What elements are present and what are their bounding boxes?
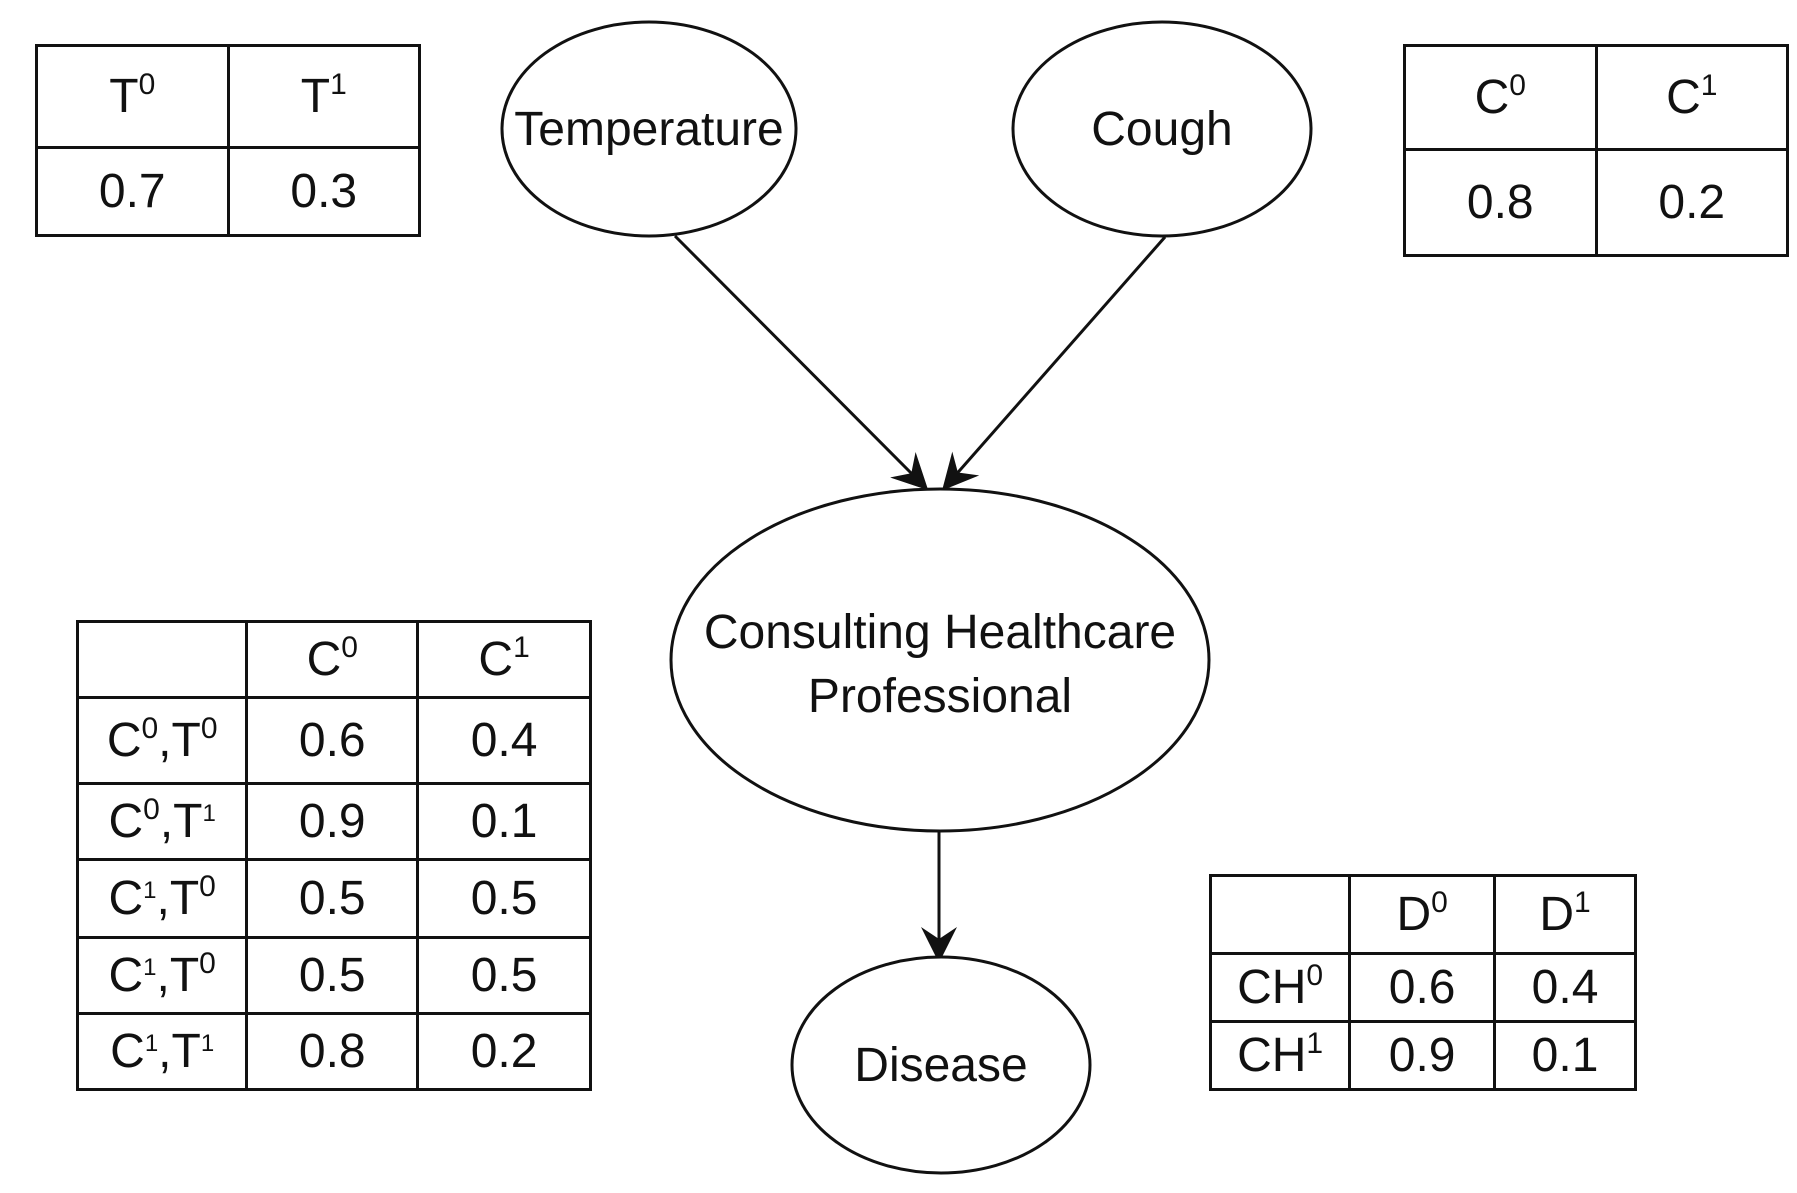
cpt-cough-value-c1: 0.2 xyxy=(1594,148,1789,257)
cpt-consulting-cell: 0.9 xyxy=(245,782,420,861)
cpt-disease-row-label: CH1 xyxy=(1208,1020,1352,1091)
node-consulting-label-line2: Professional xyxy=(808,670,1072,723)
cpt-consulting-cell: 0.1 xyxy=(416,782,592,861)
table-row: C1,T1 0.8 0.2 xyxy=(75,1012,592,1091)
cpt-cough: C0 C1 0.8 0.2 xyxy=(1403,44,1789,257)
node-disease-label: Disease xyxy=(854,1039,1027,1092)
cpt-consulting-header-c0: C0 xyxy=(245,620,420,699)
table-row: C1,T0 0.5 0.5 xyxy=(75,858,592,939)
cpt-disease-cell: 0.1 xyxy=(1493,1020,1637,1091)
edge-temperature-to-consulting xyxy=(673,234,929,491)
cpt-consulting-row-label: C0,T0 xyxy=(75,696,249,785)
cpt-cough-value-c0: 0.8 xyxy=(1403,148,1598,257)
node-cough-label: Cough xyxy=(1091,103,1232,156)
node-consulting-label-line1: Consulting Healthcare xyxy=(704,606,1176,659)
cpt-disease-header-d0: D0 xyxy=(1348,874,1497,955)
cpt-temperature-header-t1: T1 xyxy=(226,44,421,149)
cpt-temperature-value-t1: 0.3 xyxy=(226,146,421,237)
cpt-disease-cell: 0.6 xyxy=(1348,952,1497,1023)
table-row: C0,T1 0.9 0.1 xyxy=(75,782,592,861)
table-row: CH1 0.9 0.1 xyxy=(1208,1020,1637,1091)
cpt-temperature-header-t0: T0 xyxy=(35,44,230,149)
cpt-consulting-row-label: C1,T1 xyxy=(75,1012,249,1091)
cpt-consulting-cell: 0.4 xyxy=(416,696,592,785)
cpt-consulting-row-label: C1,T0 xyxy=(75,936,249,1015)
cpt-consulting-row-label: C1,T0 xyxy=(75,858,249,939)
edge-cough-to-consulting xyxy=(942,236,1167,491)
cpt-disease-header-d1: D1 xyxy=(1493,874,1637,955)
cpt-consulting-header-c1: C1 xyxy=(416,620,592,699)
cpt-temperature-value-t0: 0.7 xyxy=(35,146,230,237)
cpt-consulting-cell: 0.5 xyxy=(416,858,592,939)
cpt-consulting-cell: 0.2 xyxy=(416,1012,592,1091)
node-temperature[interactable]: Temperature xyxy=(500,20,798,238)
cpt-consulting-corner xyxy=(75,620,249,699)
cpt-disease-row-label: CH0 xyxy=(1208,952,1352,1023)
cpt-consulting-cell: 0.5 xyxy=(245,936,420,1015)
cpt-consulting: C0 C1 C0,T0 0.6 0.4 C0,T1 0.9 0.1 C1,T0 … xyxy=(75,620,592,1091)
table-row: CH0 0.6 0.4 xyxy=(1208,952,1637,1023)
cpt-consulting-cell: 0.5 xyxy=(416,936,592,1015)
cpt-disease-corner xyxy=(1208,874,1352,955)
cpt-disease-cell: 0.4 xyxy=(1493,952,1637,1023)
cpt-cough-header-c0: C0 xyxy=(1403,44,1598,151)
cpt-consulting-cell: 0.8 xyxy=(245,1012,420,1091)
cpt-cough-header-c1: C1 xyxy=(1594,44,1789,151)
table-row: C0,T0 0.6 0.4 xyxy=(75,696,592,785)
cpt-consulting-row-label: C0,T1 xyxy=(75,782,249,861)
cpt-temperature: T0 T1 0.7 0.3 xyxy=(35,44,421,237)
node-disease[interactable]: Disease xyxy=(790,955,1092,1175)
cpt-consulting-cell: 0.5 xyxy=(245,858,420,939)
cpt-consulting-cell: 0.6 xyxy=(245,696,420,785)
node-cough[interactable]: Cough xyxy=(1011,20,1313,238)
node-consulting-healthcare-professional[interactable]: Consulting Healthcare Professional xyxy=(669,487,1211,833)
table-row: C1,T0 0.5 0.5 xyxy=(75,936,592,1015)
node-temperature-label: Temperature xyxy=(514,103,783,156)
cpt-disease: D0 D1 CH0 0.6 0.4 CH1 0.9 0.1 xyxy=(1208,874,1637,1091)
cpt-disease-cell: 0.9 xyxy=(1348,1020,1497,1091)
